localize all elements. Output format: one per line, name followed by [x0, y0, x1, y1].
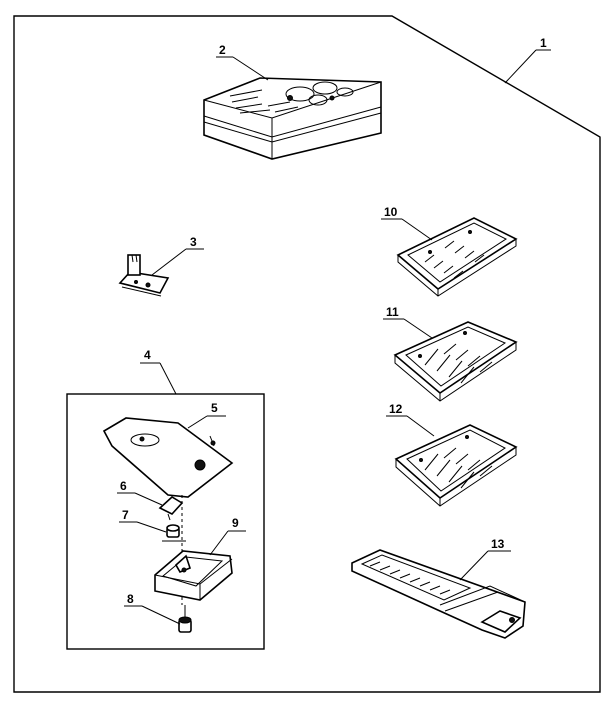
part-tray — [154, 550, 233, 601]
callout-1-label: 1 — [540, 36, 547, 50]
callout-4-label: 4 — [144, 348, 151, 362]
part-nut-7 — [162, 524, 186, 542]
callout-11: 11 — [383, 305, 433, 339]
part-plate — [102, 417, 234, 498]
callout-13-label: 13 — [491, 537, 505, 551]
part-screw — [178, 605, 192, 633]
callout-10: 10 — [381, 205, 433, 241]
callout-2: 2 — [216, 43, 269, 81]
callout-10-label: 10 — [384, 205, 398, 219]
part-clip — [158, 496, 184, 521]
callout-6-label: 6 — [120, 479, 127, 493]
callout-8-label: 8 — [127, 592, 134, 606]
callout-3: 3 — [151, 235, 204, 276]
part-cam-11 — [393, 321, 518, 402]
callout-1: 1 — [504, 36, 551, 84]
callout-11-label: 11 — [386, 305, 399, 319]
callout-8: 8 — [124, 592, 181, 625]
callout-3-label: 3 — [190, 235, 197, 249]
part-cam-12 — [394, 424, 518, 507]
callout-7-label: 7 — [122, 508, 129, 522]
part-gauge — [351, 549, 526, 639]
callout-7: 7 — [119, 508, 167, 533]
callout-2-label: 2 — [219, 43, 226, 57]
callout-6: 6 — [117, 479, 163, 506]
part-box — [203, 77, 382, 160]
callout-5: 5 — [187, 401, 226, 429]
part-presser-foot — [118, 254, 170, 297]
callout-9-label: 9 — [232, 516, 239, 530]
part-cam-10 — [396, 217, 518, 297]
kit-outline — [13, 15, 601, 693]
callout-12-label: 12 — [389, 402, 403, 416]
callout-13: 13 — [459, 537, 511, 581]
callout-4: 4 — [140, 348, 177, 395]
callout-12: 12 — [386, 402, 435, 437]
assembly-frame — [66, 393, 265, 650]
callout-9: 9 — [209, 516, 246, 556]
callout-5-label: 5 — [211, 401, 218, 415]
